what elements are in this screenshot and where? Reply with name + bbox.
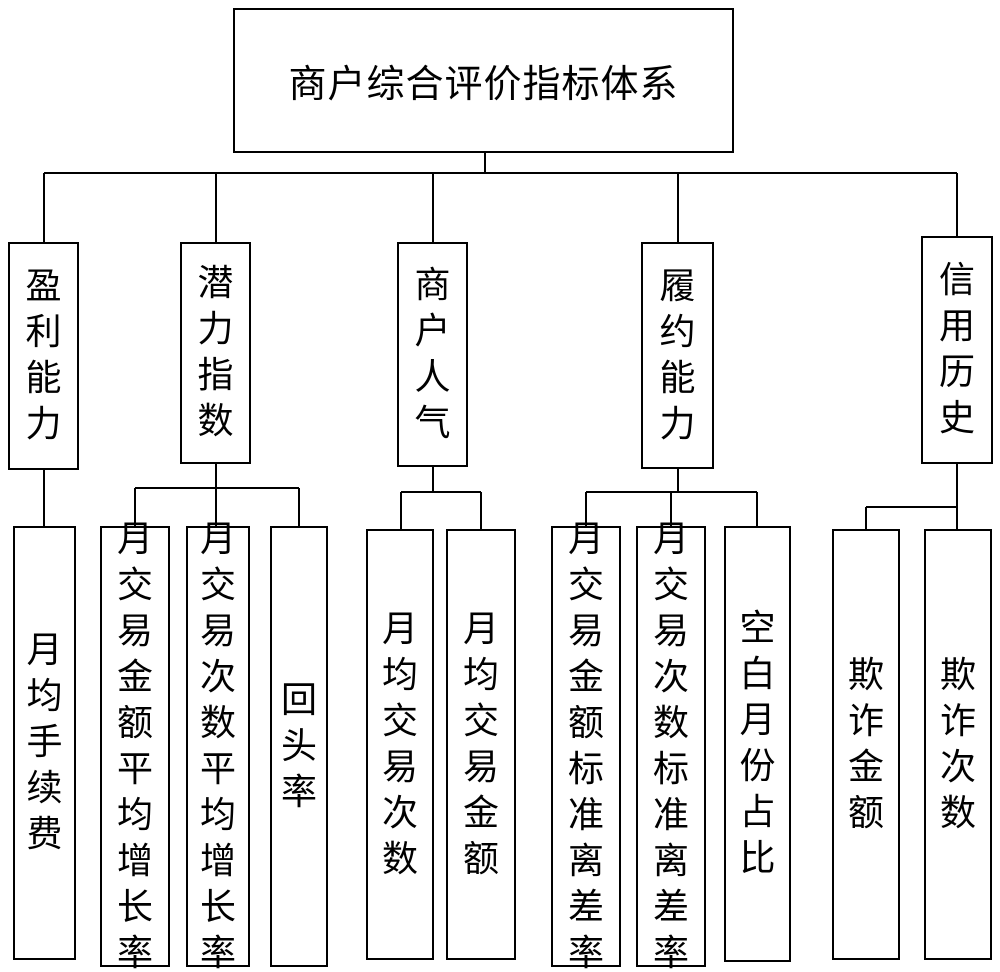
indicator-label: 回头率 — [281, 679, 318, 813]
indicator-label: 欺诈次数 — [940, 654, 977, 834]
indicator-label: 月交易次数标准离差率 — [653, 518, 690, 972]
indicator-label: 欺诈金额 — [848, 654, 885, 834]
indicator-label: 月均交易金额 — [463, 608, 500, 880]
indicator-node: 空白月份占比 — [724, 526, 791, 962]
indicator-node: 月均交易次数 — [366, 529, 434, 960]
category-node-profitability: 盈利能力 — [8, 242, 79, 470]
indicator-label: 月均交易次数 — [382, 608, 419, 880]
indicator-label: 空白月份占比 — [739, 608, 776, 879]
indicator-node: 月交易金额平均增长率 — [100, 519, 170, 972]
category-label: 信用历史 — [939, 260, 976, 439]
indicator-node: 回头率 — [270, 526, 328, 967]
root-title: 商户综合评价指标体系 — [288, 62, 679, 106]
category-node-popularity: 商户人气 — [397, 242, 468, 467]
category-label: 潜力指数 — [197, 263, 234, 442]
indicator-node: 欺诈次数 — [924, 529, 992, 960]
indicator-label: 月交易次数平均增长率 — [200, 518, 237, 972]
indicator-label: 月交易金额标准离差率 — [568, 518, 605, 972]
indicator-node: 月均交易金额 — [446, 529, 516, 960]
category-label: 履约能力 — [659, 265, 696, 445]
category-node-performance: 履约能力 — [641, 242, 714, 469]
category-label: 商户人气 — [414, 264, 451, 444]
indicator-node: 月交易次数标准离差率 — [636, 519, 706, 972]
indicator-node: 欺诈金额 — [832, 529, 900, 960]
category-label: 盈利能力 — [25, 266, 62, 445]
category-node-credit-history: 信用历史 — [921, 236, 993, 464]
category-node-potential: 潜力指数 — [180, 242, 251, 464]
indicator-label: 月交易金额平均增长率 — [117, 518, 154, 972]
indicator-node: 月交易次数平均增长率 — [186, 519, 250, 972]
root-node: 商户综合评价指标体系 — [233, 8, 734, 153]
indicator-node: 月交易金额标准离差率 — [551, 519, 621, 972]
indicator-label: 月均手续费 — [26, 630, 63, 855]
indicator-node: 月均手续费 — [13, 526, 76, 960]
